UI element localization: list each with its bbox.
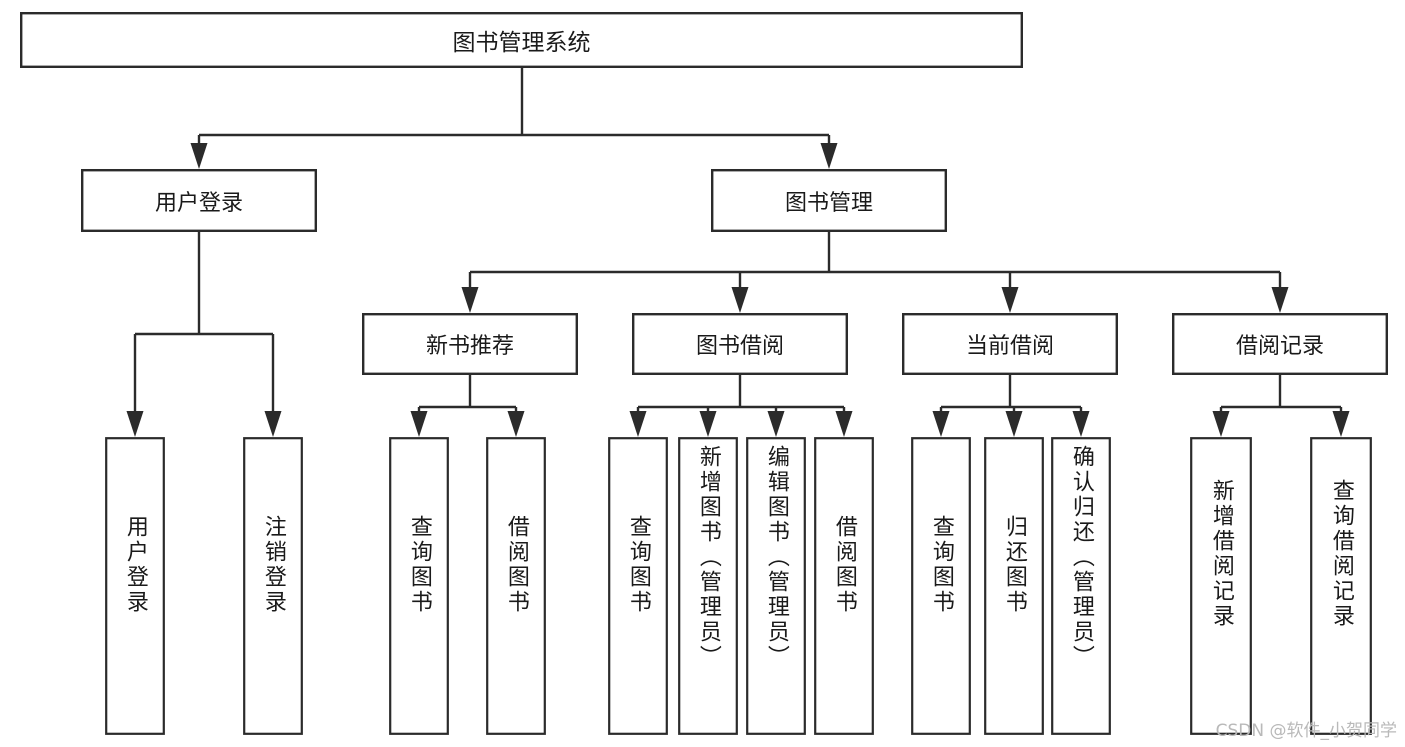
node-box-leaf-query-record[interactable] [1310, 437, 1372, 735]
connector-group-borrowrecord-to-leaves [1212, 375, 1350, 437]
connector-arrowhead [932, 411, 950, 437]
connector-arrowhead [410, 411, 428, 437]
connector-group-newbook-to-leaves [410, 375, 525, 437]
connector-arrowhead [264, 411, 282, 437]
connector-arrowhead [461, 287, 479, 313]
node-box-user-login[interactable] [80, 168, 318, 232]
node-box-book-borrow[interactable] [632, 313, 849, 376]
connector-arrowhead [767, 411, 785, 437]
node-box-new-book-rec[interactable] [362, 313, 579, 376]
node-box-borrow-record[interactable] [1171, 313, 1388, 376]
connector-group-root-to-level2 [190, 68, 838, 169]
node-box-leaf-query-book-2[interactable] [608, 437, 668, 735]
connector-arrowhead [835, 411, 853, 437]
connector-arrowhead [126, 411, 144, 437]
node-box-leaf-edit-book[interactable] [746, 437, 806, 735]
connector-arrowhead [1332, 411, 1350, 437]
connector-arrowhead [1072, 411, 1090, 437]
connector-arrowhead [699, 411, 717, 437]
connector-group-bookmanage-to-level3 [461, 232, 1289, 313]
connector-arrowhead [1005, 411, 1023, 437]
connector-group-currentborrow-to-leaves [932, 375, 1090, 437]
node-box-leaf-borrow-book-2[interactable] [814, 437, 874, 735]
connector-arrowhead [1271, 287, 1289, 313]
node-box-leaf-confirm-return[interactable] [1051, 437, 1111, 735]
node-layer [20, 11, 1388, 735]
connector-arrowhead [1212, 411, 1230, 437]
node-box-leaf-borrow-book-1[interactable] [486, 437, 546, 735]
node-box-current-borrow[interactable] [902, 313, 1119, 376]
connector-layer [126, 68, 1350, 437]
node-box-leaf-add-book[interactable] [678, 437, 738, 735]
node-box-root[interactable] [20, 11, 1023, 68]
connector-arrowhead [507, 411, 525, 437]
connector-arrowhead [820, 143, 838, 169]
node-box-leaf-add-record[interactable] [1190, 437, 1252, 735]
node-box-leaf-logout[interactable] [243, 437, 303, 735]
connector-arrowhead [1001, 287, 1019, 313]
connector-arrowhead [731, 287, 749, 313]
node-box-leaf-query-book-3[interactable] [911, 437, 971, 735]
connector-arrowhead [629, 411, 647, 437]
node-box-book-manage[interactable] [711, 168, 948, 232]
node-box-leaf-return-book[interactable] [984, 437, 1044, 735]
connector-group-userlogin-to-leaves [126, 232, 282, 437]
node-box-leaf-user-login[interactable] [105, 437, 165, 735]
connector-arrowhead [190, 143, 208, 169]
connector-group-bookborrow-to-leaves [629, 375, 853, 437]
node-box-leaf-query-book-1[interactable] [389, 437, 449, 735]
